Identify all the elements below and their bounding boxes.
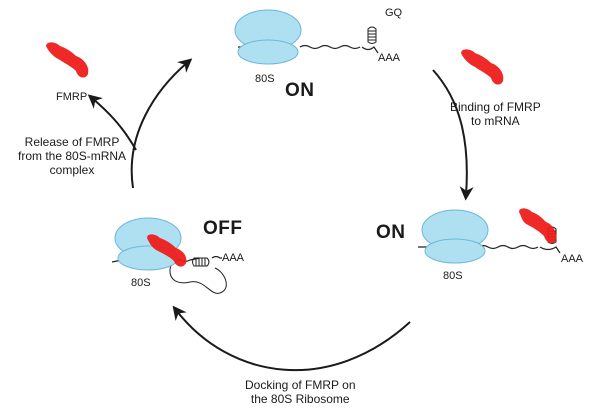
left-complex [111,217,227,294]
right-ribosome-label: 80S [443,270,463,282]
right-polya-label: AAA [561,253,584,265]
docking-step-label: Docking of FMRP on the 80S Ribosome [245,378,356,406]
top-polya-label: AAA [378,52,401,64]
release-step-line-1: Release of FMRP [24,135,120,149]
free-fmrp-protein [46,42,89,78]
binding-step-line-2: to mRNA [471,114,520,128]
right-ribosome-small-subunit [424,238,486,264]
top-ribosome-label: 80S [255,73,275,85]
fmrp-label: FMRP [56,91,88,103]
right-state-label: ON [376,222,406,243]
docking-arrow [172,305,411,372]
left-state-label: OFF [203,218,243,239]
top-gq-structure-icon [367,26,377,44]
docking-step-line-1: Docking of FMRP on [245,378,356,392]
left-ribosome-label: 80S [131,277,151,289]
binding-step-label: Binding of FMRP to mRNA [450,100,541,128]
left-fmrp-protein [147,234,187,267]
top-state-label: ON [285,80,315,101]
top-mrna-tail [361,46,379,54]
right-mrna-tail [539,246,561,254]
right-fmrp-protein [519,208,557,244]
release-step-line-3: complex [49,163,95,177]
binding-arrow [432,69,474,201]
docking-step-line-2: the 80S Ribosome [250,392,350,406]
gq-label: GQ [385,7,403,19]
top-ribosome-small-subunit [237,39,299,65]
top-complex [234,9,379,65]
release-step-label: Release of FMRP from the 80S-mRNA comple… [18,135,126,177]
incoming-fmrp-protein [461,49,504,85]
release-branch-arrow [87,94,137,151]
right-complex [418,208,561,264]
left-mrna-loop [169,261,227,294]
release-arrow [130,58,193,189]
left-polya-label: AAA [222,252,245,264]
release-step-line-2: from the 80S-mRNA [18,149,127,163]
binding-step-line-1: Binding of FMRP [450,100,541,114]
